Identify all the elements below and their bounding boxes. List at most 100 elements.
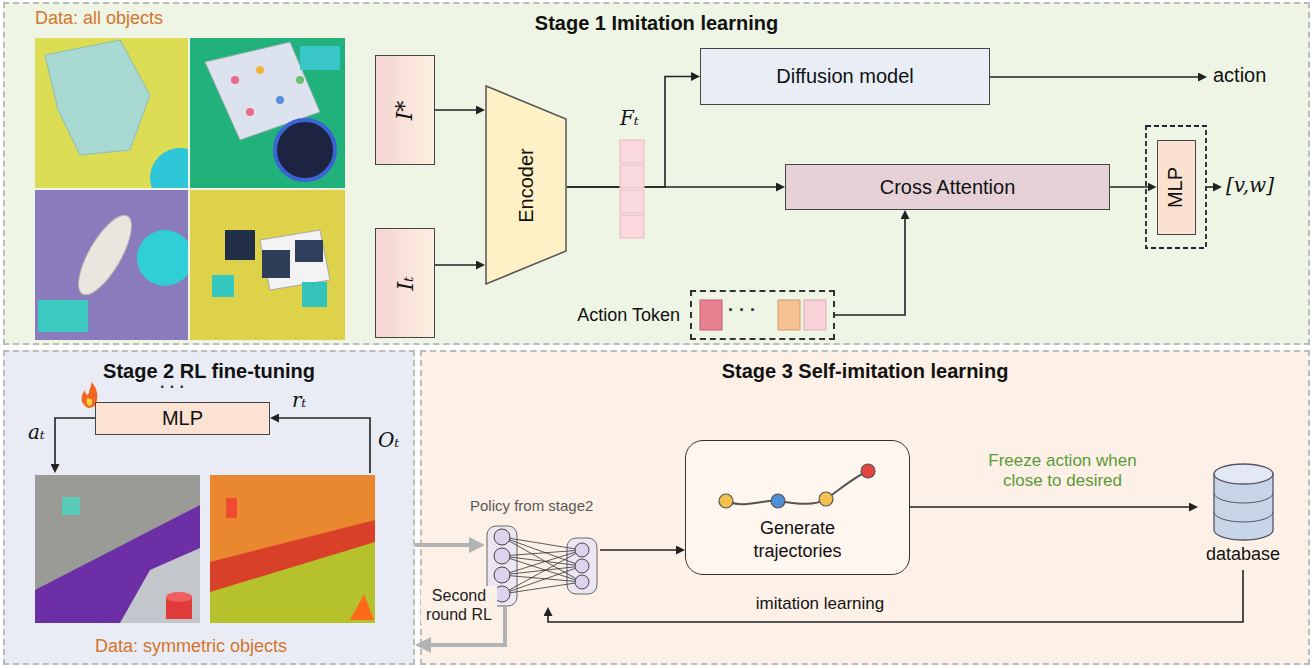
box-text: Encoder [515, 148, 538, 223]
mat [120, 548, 200, 623]
connector [567, 186, 781, 188]
photo-ground [190, 190, 345, 340]
neuron [494, 567, 510, 583]
label-anchor: Oₜ [378, 428, 399, 452]
token-square [700, 300, 722, 330]
token-icons [692, 292, 833, 338]
feature-label: Fₜ [620, 106, 639, 130]
label-anchor: imitation learning [735, 594, 905, 614]
photo-ground [35, 475, 200, 623]
connector [1110, 186, 1152, 188]
cylinder-top [1214, 464, 1273, 484]
connector [548, 570, 1243, 622]
box-text: Iₜ [393, 276, 418, 290]
label-anchor: · · · [160, 378, 185, 396]
data-caption: Data: all objects [35, 8, 163, 28]
trajectory-curve [726, 471, 868, 504]
signal-label: Oₜ [378, 428, 399, 452]
label-anchor: Data: symmetric objects [95, 636, 287, 657]
network-link [502, 566, 582, 594]
encoder-trapezoid: Encoder [485, 85, 567, 285]
connector [415, 543, 477, 547]
rounded-box: Generate trajectories [685, 440, 910, 575]
box-text: Generate trajectories [733, 517, 863, 562]
ellipsis: · · · [160, 378, 185, 395]
network-icon [485, 525, 600, 607]
network-link [502, 550, 582, 594]
flame-core [87, 397, 93, 406]
cube [302, 282, 327, 307]
label-anchor: Fₜ [620, 106, 639, 130]
database-cylinder: database [1198, 462, 1288, 570]
edge-label: imitation learning [754, 594, 887, 614]
label-anchor: rₜ [292, 388, 307, 412]
label-anchor: Data: all objects [35, 8, 163, 29]
data-caption: Data: symmetric objects [95, 636, 287, 656]
token-box: Action Token [690, 290, 835, 340]
box-text: Diffusion model [776, 65, 913, 88]
arrow [1207, 186, 1218, 188]
network-link [502, 582, 582, 594]
arrow [55, 418, 95, 469]
box-text: Cross Attention [880, 176, 1016, 199]
trajectory-point [719, 494, 733, 508]
signal-label: rₜ [292, 388, 307, 412]
dashed-frame [1146, 126, 1206, 248]
trajectory-point [861, 464, 875, 478]
block [300, 46, 340, 70]
cube [295, 240, 323, 262]
box-text: database [1206, 544, 1280, 565]
feature-cell [620, 215, 644, 238]
encoder-trapezoid [486, 86, 566, 284]
photo-ground [210, 475, 375, 623]
edge-label: Second round RL [421, 586, 497, 624]
cube [212, 275, 234, 297]
feature-cell [620, 140, 644, 163]
cube [225, 230, 255, 260]
ball [150, 148, 188, 188]
label-anchor: aₜ [28, 420, 45, 444]
label-anchor: [v,w] [1226, 173, 1274, 197]
photo [35, 190, 188, 340]
token-square [778, 300, 800, 330]
network-link [502, 575, 582, 582]
ball [137, 230, 188, 286]
edge-label: Freeze action when close to desired [975, 451, 1150, 492]
signal-label: aₜ [28, 420, 45, 444]
paper [260, 230, 330, 290]
pattern-dot [256, 66, 264, 74]
output-label: [v,w] [1226, 173, 1274, 197]
cylinder-top [166, 592, 192, 602]
arrow [990, 76, 1203, 78]
mlp-box: MLP [95, 402, 270, 435]
pattern-dot [276, 96, 284, 104]
neuron [575, 559, 589, 573]
pattern-dot [296, 76, 304, 84]
network-link [502, 550, 582, 575]
image-input-box: I* [375, 55, 435, 165]
label-anchor: Action Token [577, 305, 680, 326]
photo-ground [190, 38, 345, 188]
stage-title: Stage 1 Imitation learning [5, 4, 1308, 35]
label-anchor: · · · [728, 300, 756, 321]
lid [275, 120, 335, 180]
network-link [502, 550, 582, 556]
cylinder-band [1214, 493, 1273, 522]
box-text: MLP [1165, 167, 1188, 208]
cone [350, 594, 374, 620]
box-text: I* [392, 100, 417, 120]
arrow [275, 418, 371, 473]
mat [210, 542, 375, 623]
shoe [69, 208, 142, 302]
network-link [502, 537, 582, 566]
policy-label: Policy from stage2 [470, 497, 593, 514]
network-link [502, 556, 582, 582]
stage-title: Stage 3 Self-imitation learning [422, 352, 1308, 383]
pattern-dot [246, 108, 254, 116]
network-icon: Policy from stage2 [485, 525, 600, 607]
